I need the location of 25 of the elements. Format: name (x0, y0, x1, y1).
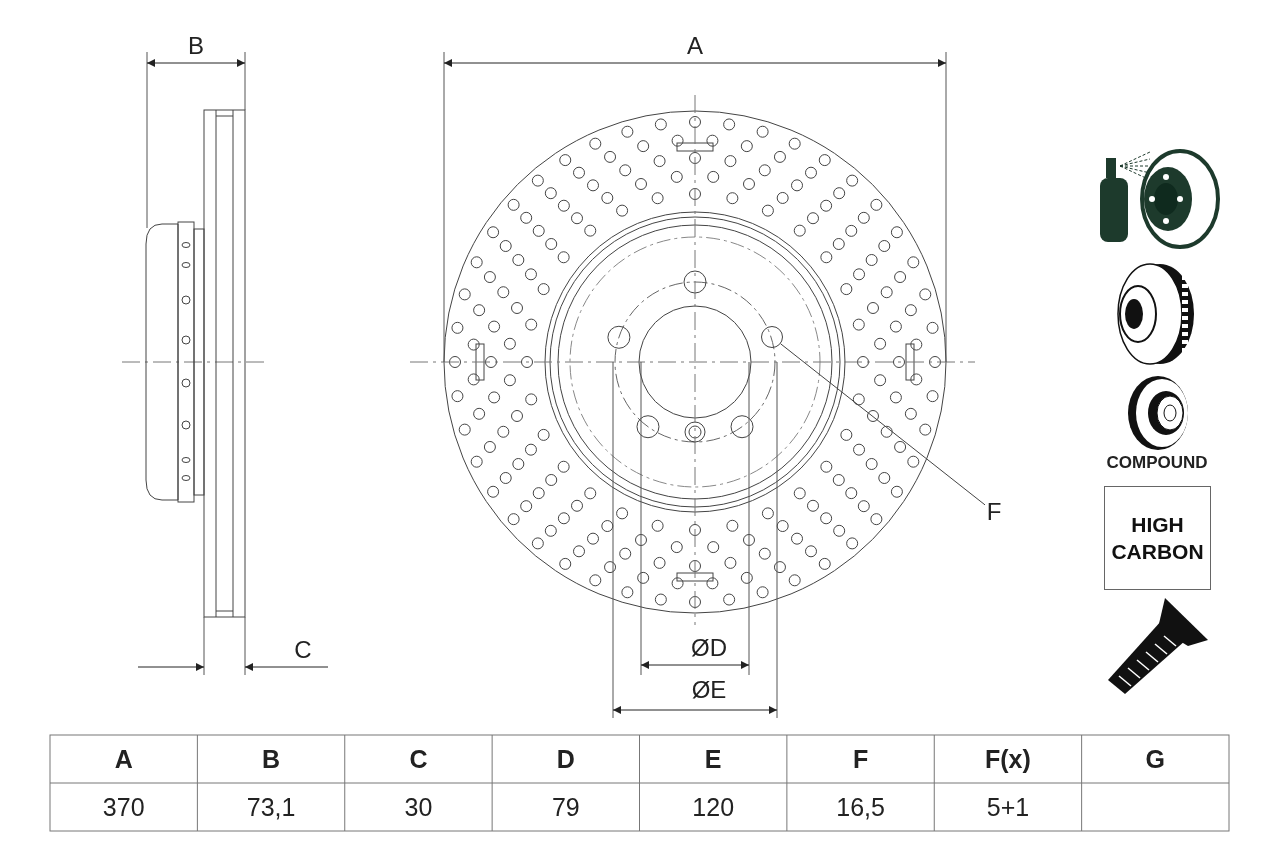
table-value: 5+1 (986, 794, 1030, 820)
material-badge (1104, 486, 1211, 590)
leader-line (780, 343, 986, 506)
table-header: E (704, 746, 722, 772)
dimension-label: ØE (691, 678, 727, 702)
table-value: 370 (102, 794, 145, 820)
table-value: 73,1 (246, 794, 296, 820)
table-header: D (556, 746, 575, 772)
table-value: 16,5 (836, 794, 885, 820)
table-value: 79 (551, 794, 580, 820)
table-header: G (1145, 746, 1166, 772)
table-header: A (114, 746, 133, 772)
table-header: F(x) (985, 746, 1031, 772)
table-header: B (262, 746, 281, 772)
table-header: F (852, 746, 869, 772)
table-value: 30 (404, 794, 433, 820)
dimension-label: B (188, 34, 204, 58)
badge-text: HIGH CARBON (1110, 511, 1205, 565)
dimension-label: C (294, 638, 312, 662)
icon-caption: COMPOUND (1106, 453, 1208, 471)
table-value: 120 (692, 794, 735, 820)
dimension-label: ØD (691, 636, 727, 660)
table-header: C (409, 746, 428, 772)
dimension-label: A (687, 34, 703, 58)
callout-letter: F (985, 498, 1003, 526)
